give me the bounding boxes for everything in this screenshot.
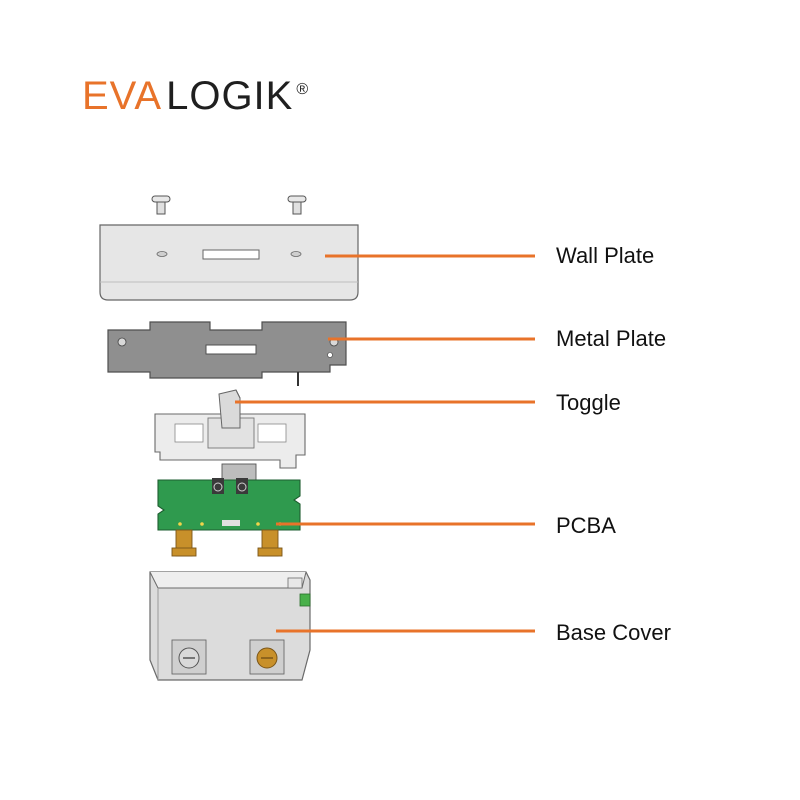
leader-lines — [235, 254, 535, 633]
label-toggle: Toggle — [556, 390, 621, 415]
metal-plate-part — [107, 321, 347, 386]
registered-mark: ® — [296, 81, 310, 98]
label-pcba: PCBA — [556, 513, 616, 538]
label-base-cover: Base Cover — [556, 620, 671, 645]
brand-logo-eva: EVA — [82, 74, 163, 118]
pcba-part — [157, 463, 301, 557]
label-metal-plate: Metal Plate — [556, 326, 667, 351]
toggle-part — [154, 389, 306, 469]
screw-left — [151, 195, 171, 215]
brand-logo: EVA LOGIK ® — [82, 74, 309, 124]
screw-right — [287, 195, 307, 215]
base-cover-part — [149, 571, 311, 681]
label-wall-plate: Wall Plate — [556, 243, 655, 268]
wall-plate-part — [99, 224, 359, 301]
brand-logo-logik: LOGIK — [166, 74, 294, 118]
